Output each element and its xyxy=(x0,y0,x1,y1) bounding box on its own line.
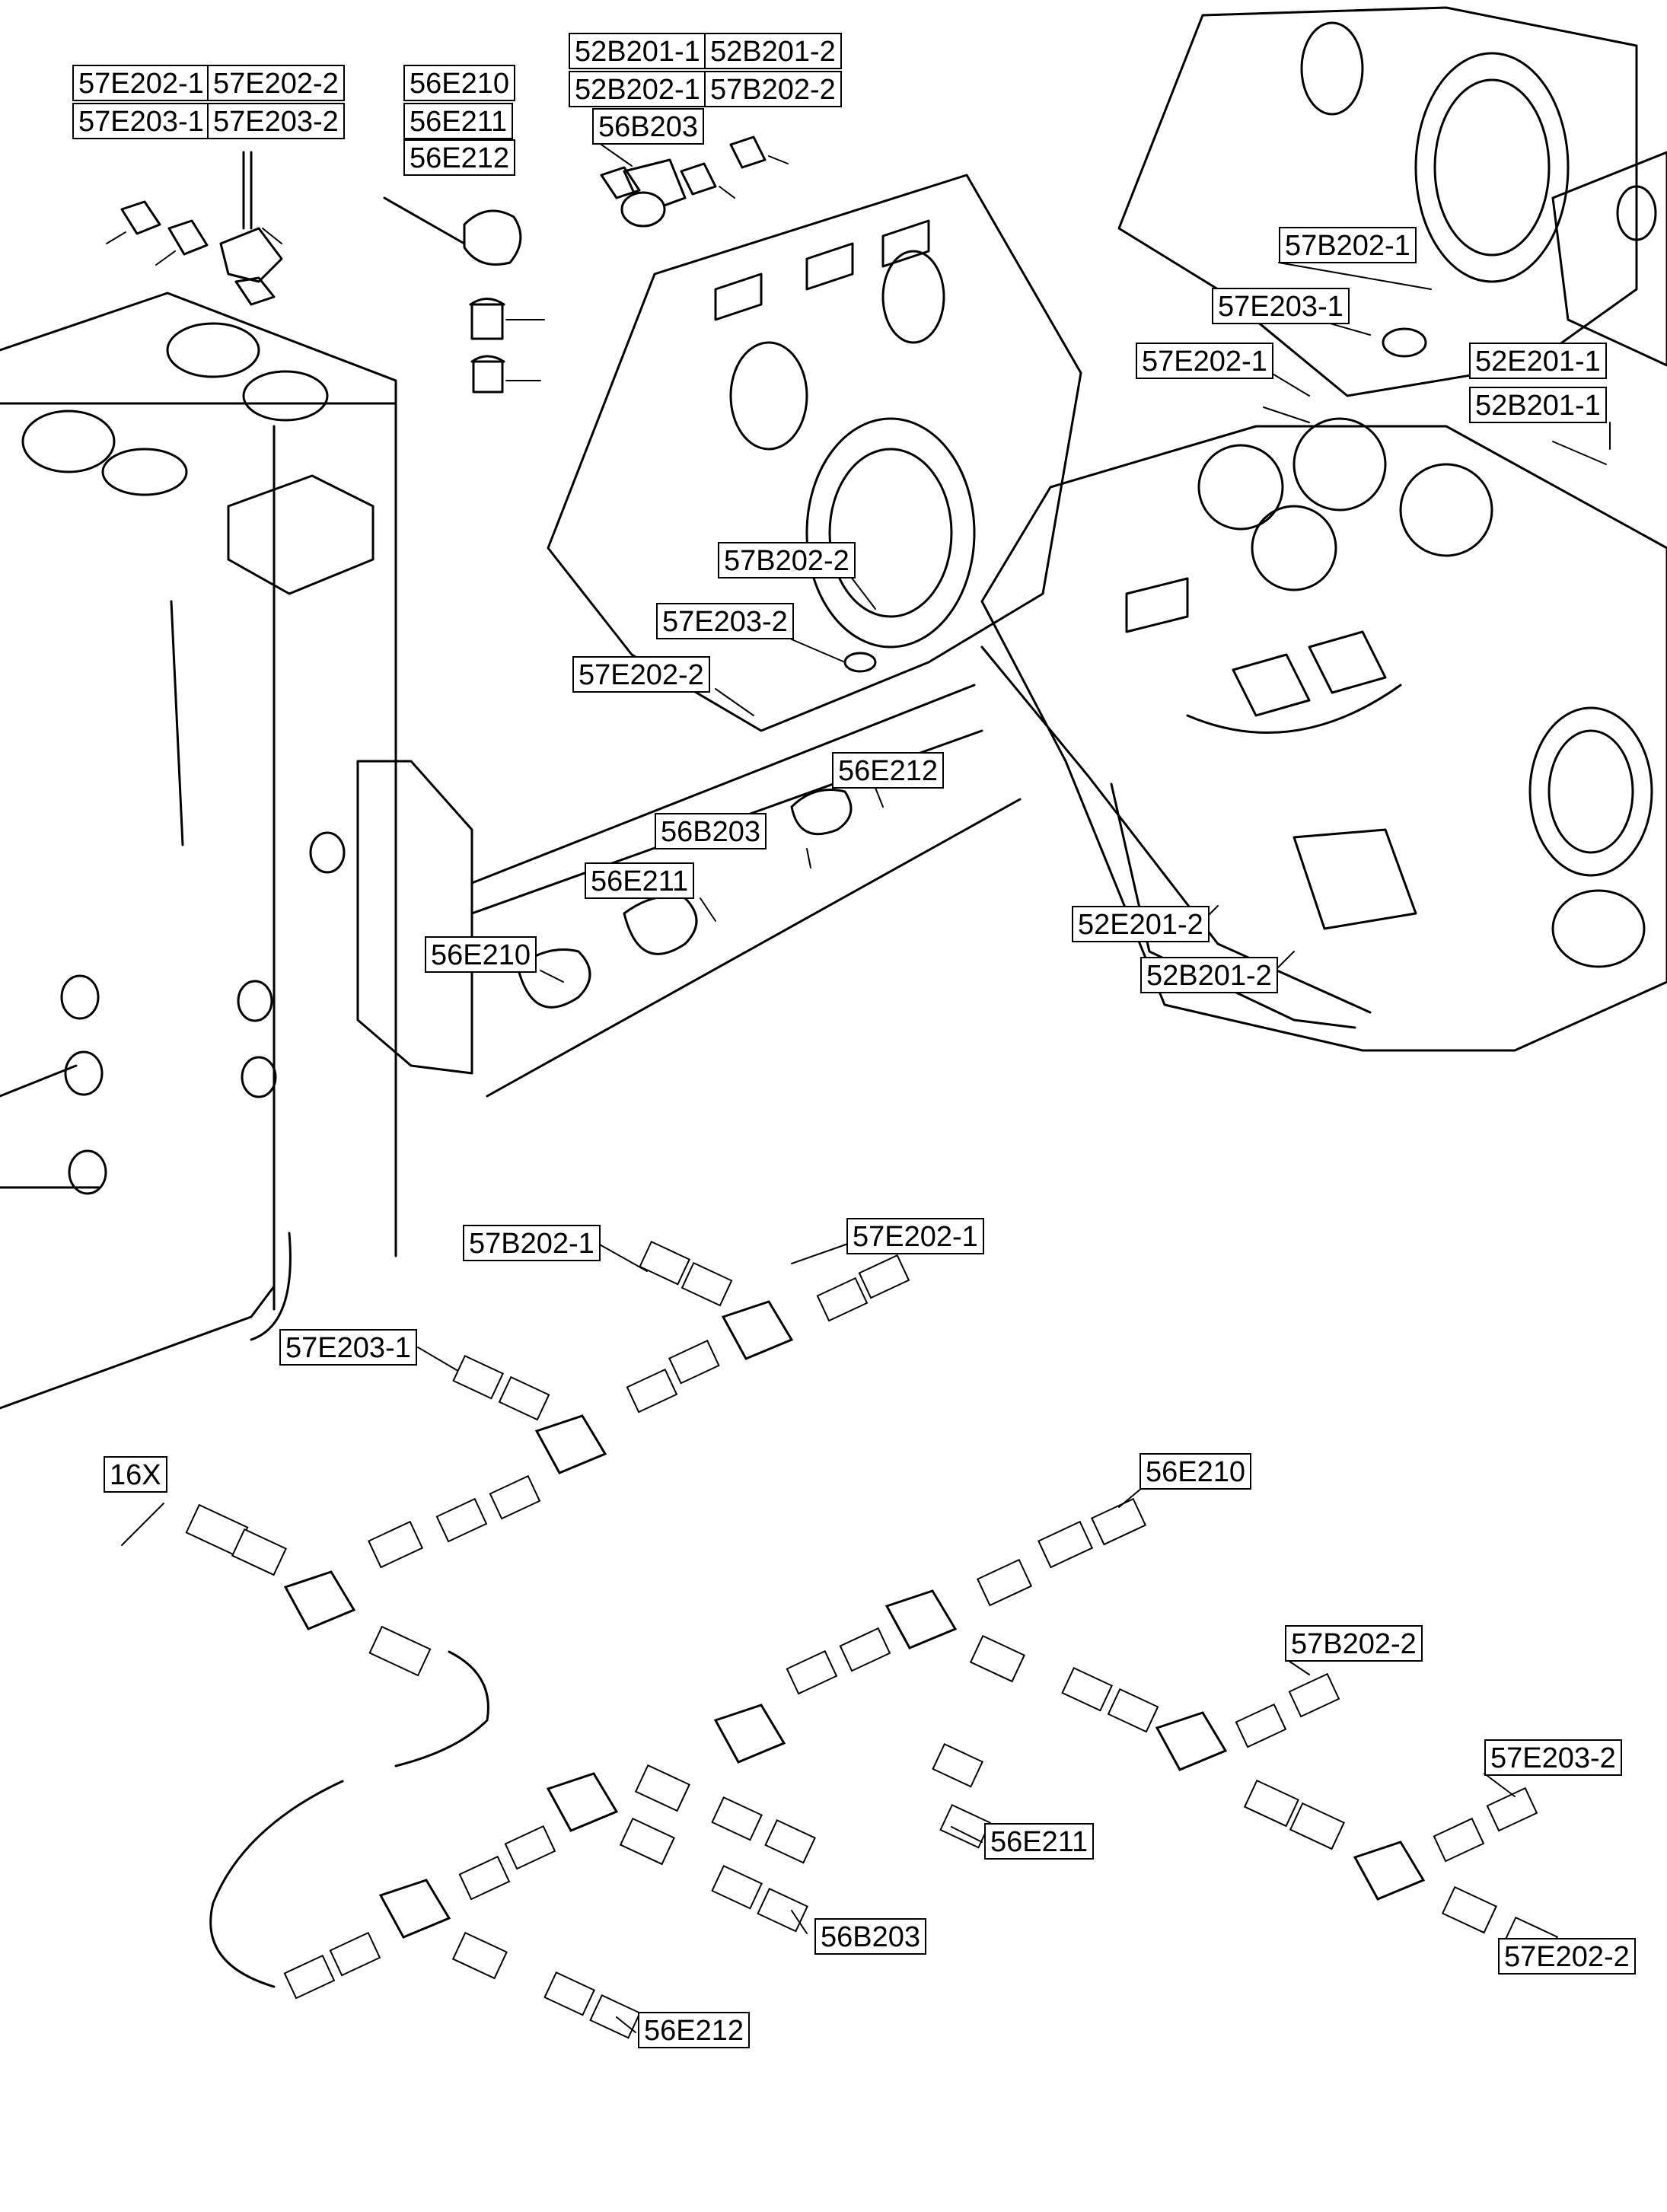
left-block xyxy=(0,292,1022,1410)
callout-56e212-harness: 56E212 xyxy=(638,2012,751,2048)
top-t-fitting xyxy=(600,135,789,228)
callout-56e211-block: 56E211 xyxy=(585,862,695,899)
callout-57e203-2-gearbox: 57E203-2 xyxy=(656,603,794,639)
callout-56e212-block: 56E212 xyxy=(832,752,945,789)
callout-56e211-harness: 56E211 xyxy=(984,1823,1095,1860)
gearbox-1 xyxy=(1117,6,1638,397)
callout-57e202-2-gearbox: 57E202-2 xyxy=(572,656,710,693)
callout-56b203-block: 56B203 xyxy=(655,813,767,849)
callout-57e203-1-harness: 57E203-1 xyxy=(279,1329,417,1366)
callout-57e203-2-harness: 57E203-2 xyxy=(1484,1739,1622,1776)
callout-57e202-2-harness: 57E202-2 xyxy=(1498,1938,1636,1975)
callout-57e203-2-top: 57E203-2 xyxy=(207,103,345,139)
callout-56e210-top: 56E210 xyxy=(403,65,516,101)
callout-52b201-1-engine: 52B201-1 xyxy=(1469,387,1607,423)
callout-57b202-2-top: 57B202-2 xyxy=(704,71,842,107)
callout-52e201-1-engine: 52E201-1 xyxy=(1469,343,1607,379)
callout-56e210-block: 56E210 xyxy=(425,936,537,973)
callout-57e202-2-top: 57E202-2 xyxy=(207,65,345,101)
callout-57b202-2-gearbox: 57B202-2 xyxy=(718,542,856,578)
callout-16x-harness: 16X xyxy=(104,1456,167,1493)
callout-57e202-1-top: 57E202-1 xyxy=(72,65,210,101)
callout-56b203-harness: 56B203 xyxy=(814,1918,927,1955)
callout-56e211-top: 56E211 xyxy=(403,103,514,139)
callout-57e203-1-gearbox: 57E203-1 xyxy=(1212,288,1350,324)
callout-52b201-2-engine: 52B201-2 xyxy=(1140,957,1278,993)
wiring-harness xyxy=(185,1240,1558,2039)
callout-52b201-2-top: 52B201-2 xyxy=(704,33,842,69)
callout-57b202-2-harness: 57B202-2 xyxy=(1285,1625,1423,1662)
top-left-fittings xyxy=(106,151,283,306)
callout-57e202-1-harness: 57E202-1 xyxy=(846,1218,984,1254)
callout-57b202-1-harness: 57B202-1 xyxy=(463,1225,601,1261)
callout-56e212-top: 56E212 xyxy=(403,139,516,176)
top-mid-sensor xyxy=(383,196,545,394)
callout-52b202-1-top: 52B202-1 xyxy=(569,71,706,107)
callout-56b203-top: 56B203 xyxy=(592,108,705,145)
callout-57e203-1-top: 57E203-1 xyxy=(72,103,210,139)
callout-56e210-harness: 56E210 xyxy=(1139,1453,1252,1490)
callout-52e201-2-engine: 52E201-2 xyxy=(1072,906,1210,942)
callout-57e202-1-gearbox: 57E202-1 xyxy=(1136,343,1273,379)
callout-57b202-1-gearbox: 57B202-1 xyxy=(1279,227,1417,263)
callout-52b201-1-top: 52B201-1 xyxy=(569,33,706,69)
